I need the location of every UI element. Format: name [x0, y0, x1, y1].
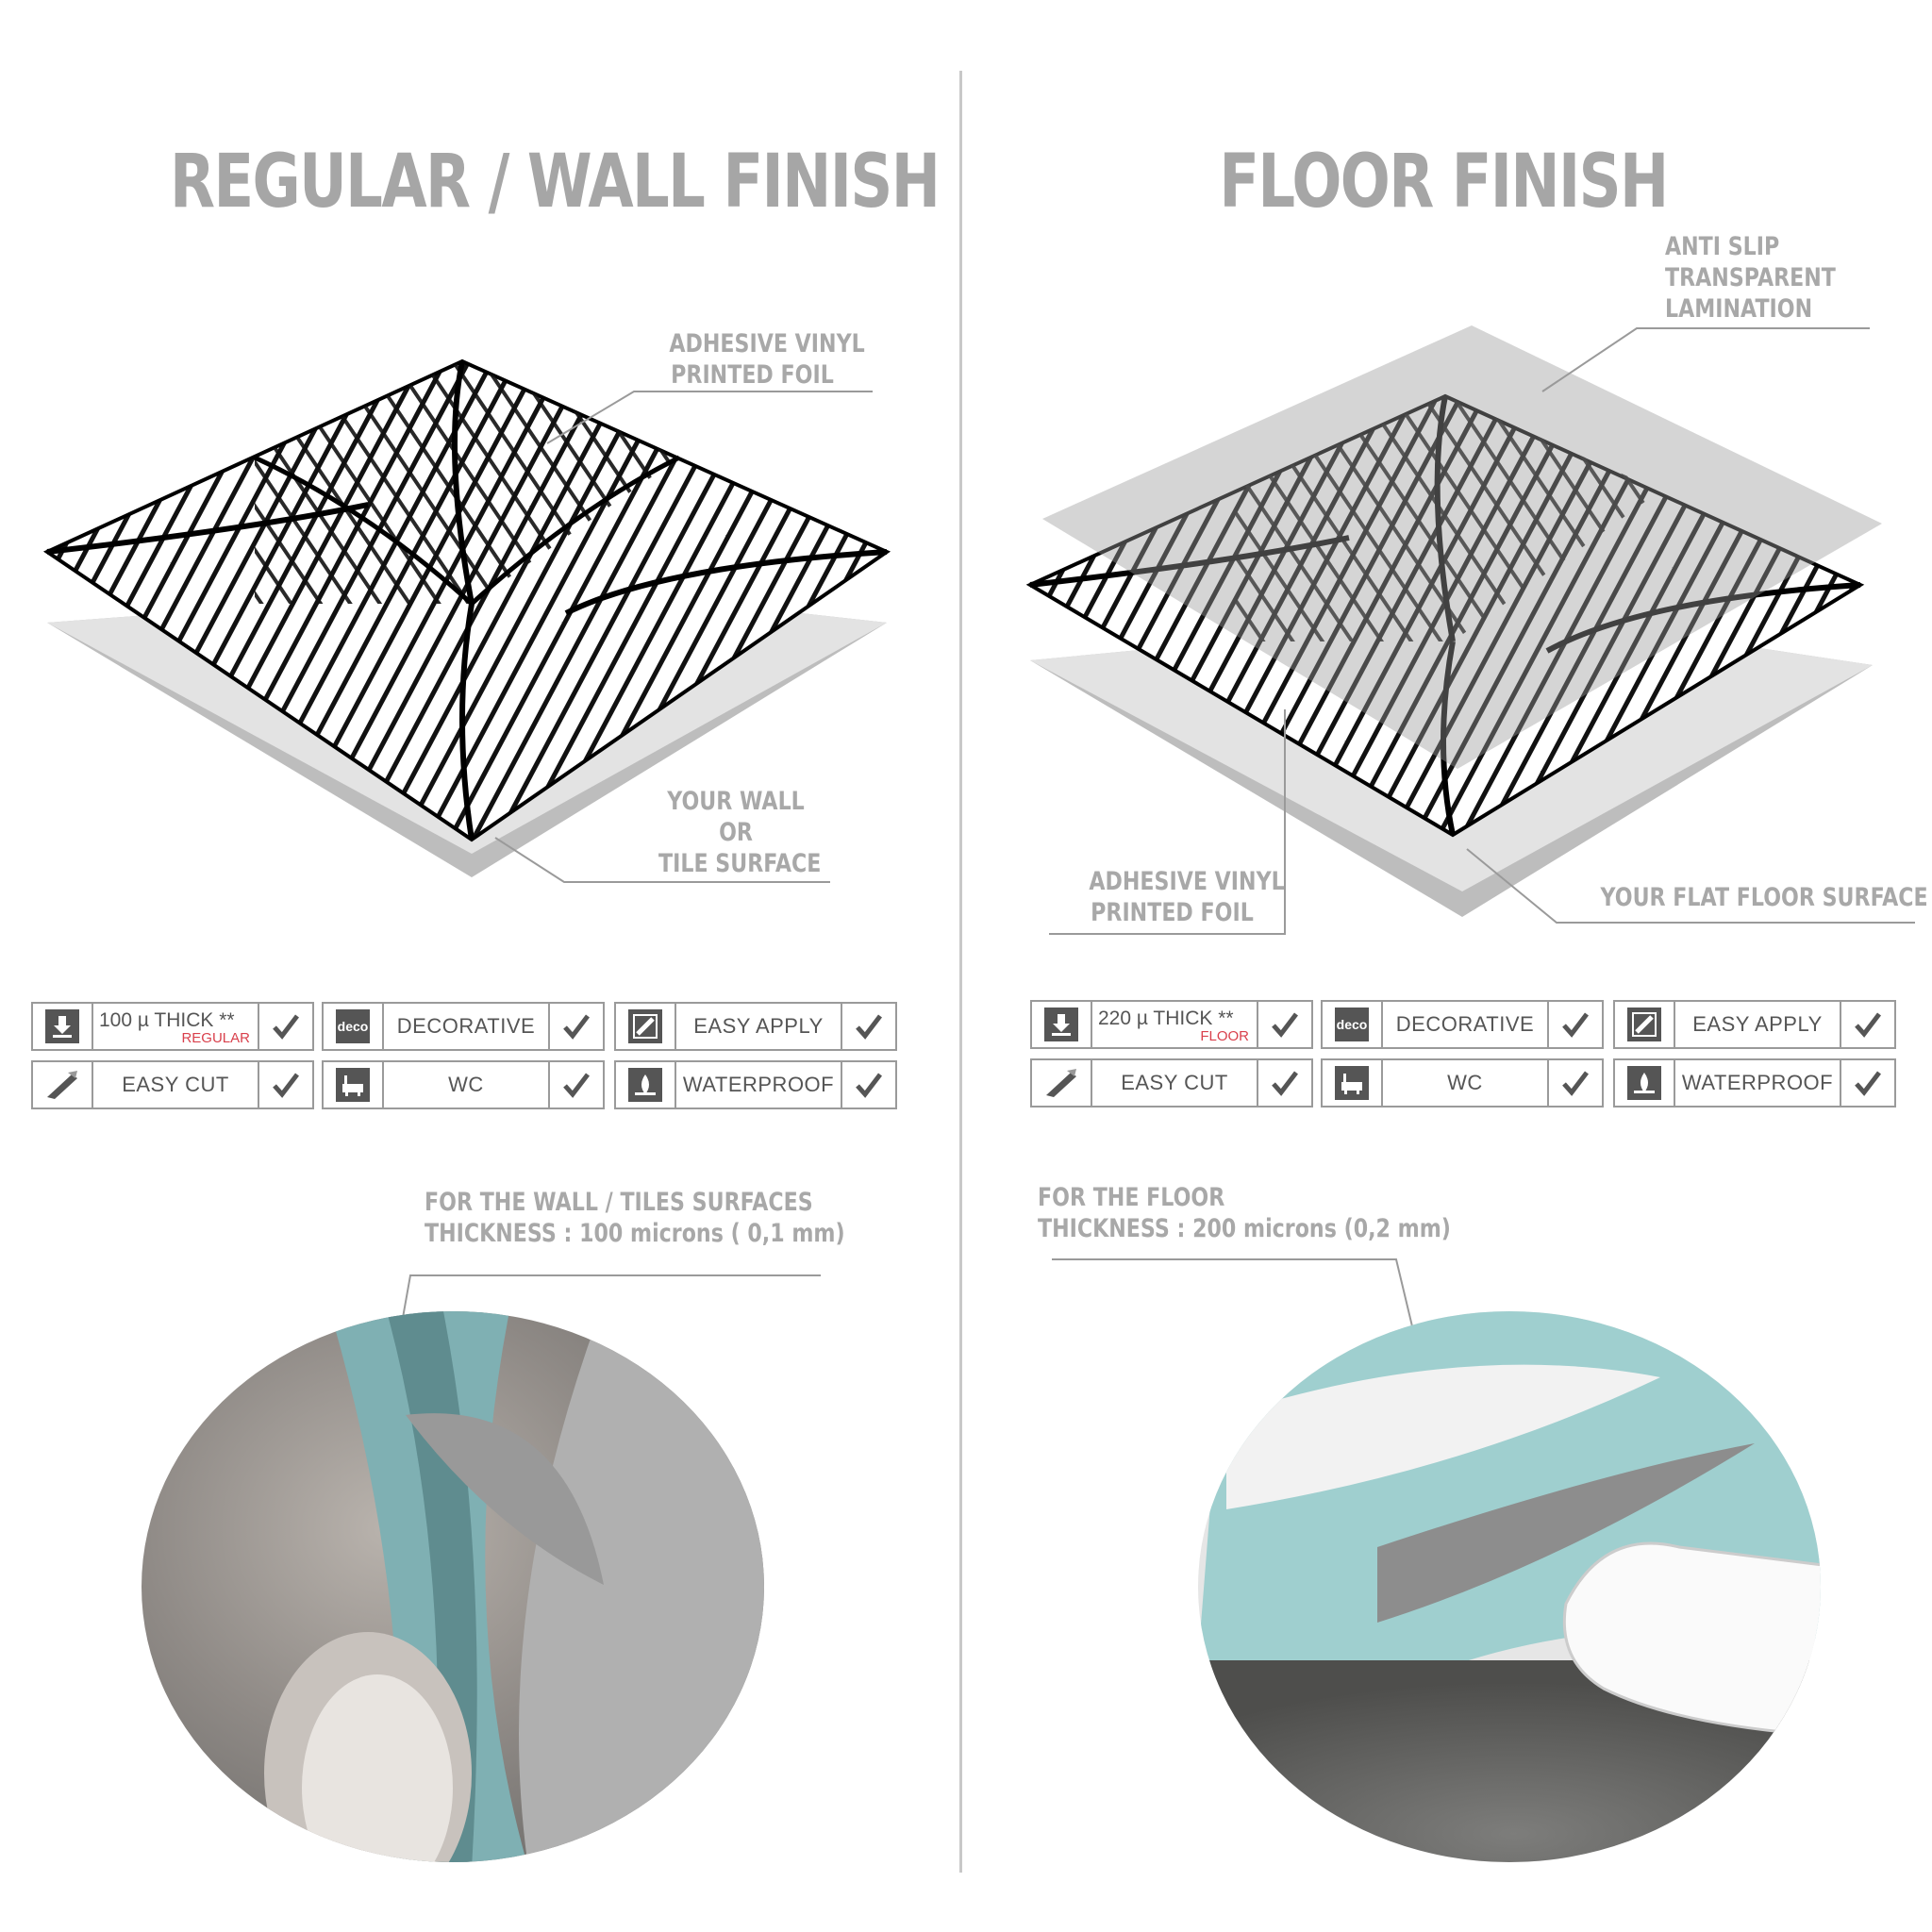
left-features-grid: 100 µ THICK ** REGULAR deco DECORATIVE E… — [31, 1002, 897, 1115]
feature-easy-apply: EASY APPLY — [1613, 1000, 1896, 1049]
left-surface-label-line3: TILE SURFACE — [658, 849, 822, 878]
right-photo-caption: FOR THE FLOOR THICKNESS : 200 microns (0… — [1038, 1182, 1451, 1244]
feature-easy-apply-label: EASY APPLY — [693, 1014, 824, 1038]
right-photo-caption-line1: FOR THE FLOOR — [1038, 1183, 1225, 1212]
check-icon — [1257, 1002, 1311, 1047]
download-icon — [1032, 1002, 1092, 1047]
feature-waterproof-label: WATERPROOF — [1681, 1071, 1834, 1094]
feature-waterproof: WATERPROOF — [1613, 1058, 1896, 1108]
deco-icon-text: deco — [1335, 1008, 1369, 1041]
left-foil-label: ADHESIVE VINYL PRINTED FOIL — [669, 328, 865, 391]
right-lamination-label: ANTI SLIP TRANSPARENT LAMINATION — [1665, 231, 1836, 325]
center-divider — [959, 71, 962, 1873]
feature-decorative-label: DECORATIVE — [396, 1014, 536, 1038]
left-foil-label-line2: PRINTED FOIL — [671, 360, 834, 390]
left-photo-caption-line1: FOR THE WALL / TILES SURFACES — [425, 1188, 813, 1217]
feature-easy-cut: EASY CUT — [31, 1060, 314, 1109]
right-surface-label-line1: YOUR FLAT FLOOR SURFACE — [1600, 883, 1928, 912]
feature-easy-cut-label: EASY CUT — [1121, 1071, 1228, 1094]
right-surface-label: YOUR FLAT FLOOR SURFACE — [1600, 882, 1928, 913]
check-icon — [258, 1004, 312, 1049]
feature-waterproof-label: WATERPROOF — [682, 1073, 835, 1096]
waterproof-icon — [1615, 1060, 1675, 1106]
feature-thickness-label: 220 µ THICK ** — [1098, 1008, 1234, 1029]
feature-easy-cut: EASY CUT — [1030, 1058, 1313, 1108]
feature-thickness: 100 µ THICK ** REGULAR — [31, 1002, 314, 1051]
right-title: FLOOR FINISH — [1219, 140, 1669, 225]
check-icon — [1840, 1060, 1894, 1106]
cutter-icon — [33, 1062, 93, 1108]
check-icon — [1547, 1002, 1602, 1047]
deco-icon-text: deco — [336, 1009, 370, 1043]
feature-decorative-label: DECORATIVE — [1395, 1012, 1535, 1036]
check-icon — [1257, 1060, 1311, 1106]
feature-thickness: 220 µ THICK ** FLOOR — [1030, 1000, 1313, 1049]
deco-icon: deco — [1323, 1002, 1383, 1047]
right-lamination-label-line3: LAMINATION — [1665, 294, 1813, 324]
right-lamination-label-line2: TRANSPARENT — [1665, 263, 1836, 292]
feature-wc: WC — [322, 1060, 605, 1109]
download-icon — [33, 1004, 93, 1049]
check-icon — [548, 1062, 603, 1108]
squeegee-icon — [1615, 1002, 1675, 1047]
waterproof-icon — [616, 1062, 676, 1108]
feature-wc-label: WC — [1447, 1071, 1483, 1094]
right-features-grid: 220 µ THICK ** FLOOR deco DECORATIVE EAS… — [1030, 1000, 1896, 1113]
feature-wc: WC — [1321, 1058, 1604, 1108]
left-surface-label-line1: YOUR WALL — [667, 787, 805, 816]
right-printed-foil — [1025, 393, 1865, 838]
right-lamination-layer — [1042, 325, 1882, 769]
check-icon — [841, 1004, 895, 1049]
bathtub-icon — [1323, 1060, 1383, 1106]
left-surface-label-line2: OR — [719, 818, 753, 847]
right-lamination-label-line1: ANTI SLIP — [1665, 232, 1780, 261]
feature-thickness-label: 100 µ THICK ** — [99, 1009, 235, 1031]
feature-decorative: deco DECORATIVE — [1321, 1000, 1604, 1049]
right-foil-label-line1: ADHESIVE VINYL — [1089, 867, 1285, 896]
feature-easy-cut-label: EASY CUT — [122, 1073, 229, 1096]
left-photo-caption: FOR THE WALL / TILES SURFACES THICKNESS … — [425, 1187, 845, 1249]
feature-easy-apply-label: EASY APPLY — [1692, 1012, 1823, 1036]
check-icon — [548, 1004, 603, 1049]
deco-icon: deco — [324, 1004, 384, 1049]
feature-wc-label: WC — [448, 1073, 484, 1096]
feature-easy-apply: EASY APPLY — [614, 1002, 897, 1051]
cutter-icon — [1032, 1060, 1092, 1106]
feature-waterproof: WATERPROOF — [614, 1060, 897, 1109]
squeegee-icon — [616, 1004, 676, 1049]
feature-thickness-sub: REGULAR — [181, 1030, 250, 1046]
check-icon — [1840, 1002, 1894, 1047]
right-photo-caption-line2: THICKNESS : 200 microns (0,2 mm) — [1038, 1214, 1451, 1243]
right-foil-label: ADHESIVE VINYL PRINTED FOIL — [1089, 866, 1285, 928]
feature-decorative: deco DECORATIVE — [322, 1002, 605, 1051]
right-floor-photo — [1198, 1311, 1821, 1862]
bathtub-icon — [324, 1062, 384, 1108]
left-surface-label: YOUR WALL OR TILE SURFACE — [658, 786, 822, 879]
left-photo-caption-line2: THICKNESS : 100 microns ( 0,1 mm) — [425, 1219, 845, 1248]
check-icon — [258, 1062, 312, 1108]
left-printed-foil — [42, 358, 891, 842]
check-icon — [841, 1062, 895, 1108]
left-foil-label-line1: ADHESIVE VINYL — [669, 329, 865, 358]
right-foil-label-line2: PRINTED FOIL — [1091, 898, 1254, 927]
check-icon — [1547, 1060, 1602, 1106]
feature-thickness-sub: FLOOR — [1200, 1028, 1249, 1044]
left-wall-photo — [142, 1311, 764, 1862]
